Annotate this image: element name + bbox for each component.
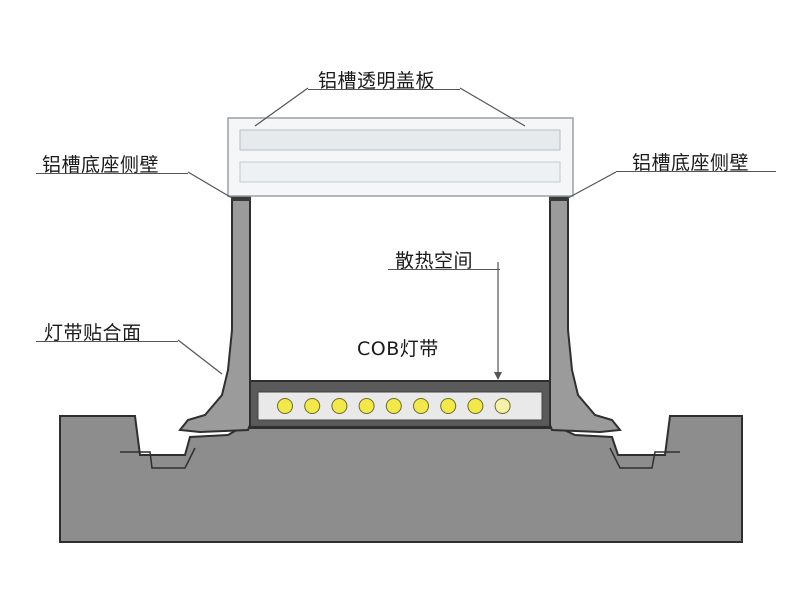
heat-space-label: 散热空间 (395, 250, 474, 272)
led-chip (467, 398, 484, 414)
right-wall-cap (549, 195, 569, 201)
right-groove (609, 447, 680, 469)
led-chip (304, 398, 321, 414)
heat-space-label-underline (388, 269, 500, 270)
led-chip (385, 398, 402, 414)
led-chip (358, 398, 375, 414)
heat-dissipation-space (251, 200, 549, 382)
led-chip (277, 398, 293, 414)
left-wall-leader (187, 171, 233, 199)
cover-leader-left (254, 87, 309, 127)
left-wall-label: 铝槽底座侧壁 (42, 154, 160, 176)
cob-strip-label: COB灯带 (357, 338, 439, 360)
led-chip (494, 398, 511, 414)
led-chip (331, 398, 348, 414)
mount-surface-label-underline (36, 341, 178, 342)
mount-surface-label: 灯带贴合面 (44, 322, 142, 344)
cover-label: 铝槽透明盖板 (318, 70, 436, 92)
left-groove (120, 447, 196, 469)
heat-space-arrowhead (494, 372, 502, 380)
cover-leader-right (459, 87, 526, 127)
left-side-wall (178, 197, 254, 434)
right-wall-leader (567, 171, 617, 199)
left-wall-cap (231, 195, 251, 201)
right-side-wall (546, 197, 622, 434)
left-wall-label-underline (36, 173, 188, 174)
led-chips (277, 398, 511, 414)
led-chip (413, 398, 429, 414)
led-chip (440, 398, 457, 414)
mounting-base (59, 415, 743, 543)
cover-inner-band (239, 129, 561, 151)
right-wall-label: 铝槽底座侧壁 (632, 152, 750, 174)
cover-lower-band (239, 161, 561, 183)
mount-surface-leader (177, 339, 223, 375)
cover-label-underline (308, 89, 460, 90)
right-wall-label-underline (616, 171, 776, 172)
